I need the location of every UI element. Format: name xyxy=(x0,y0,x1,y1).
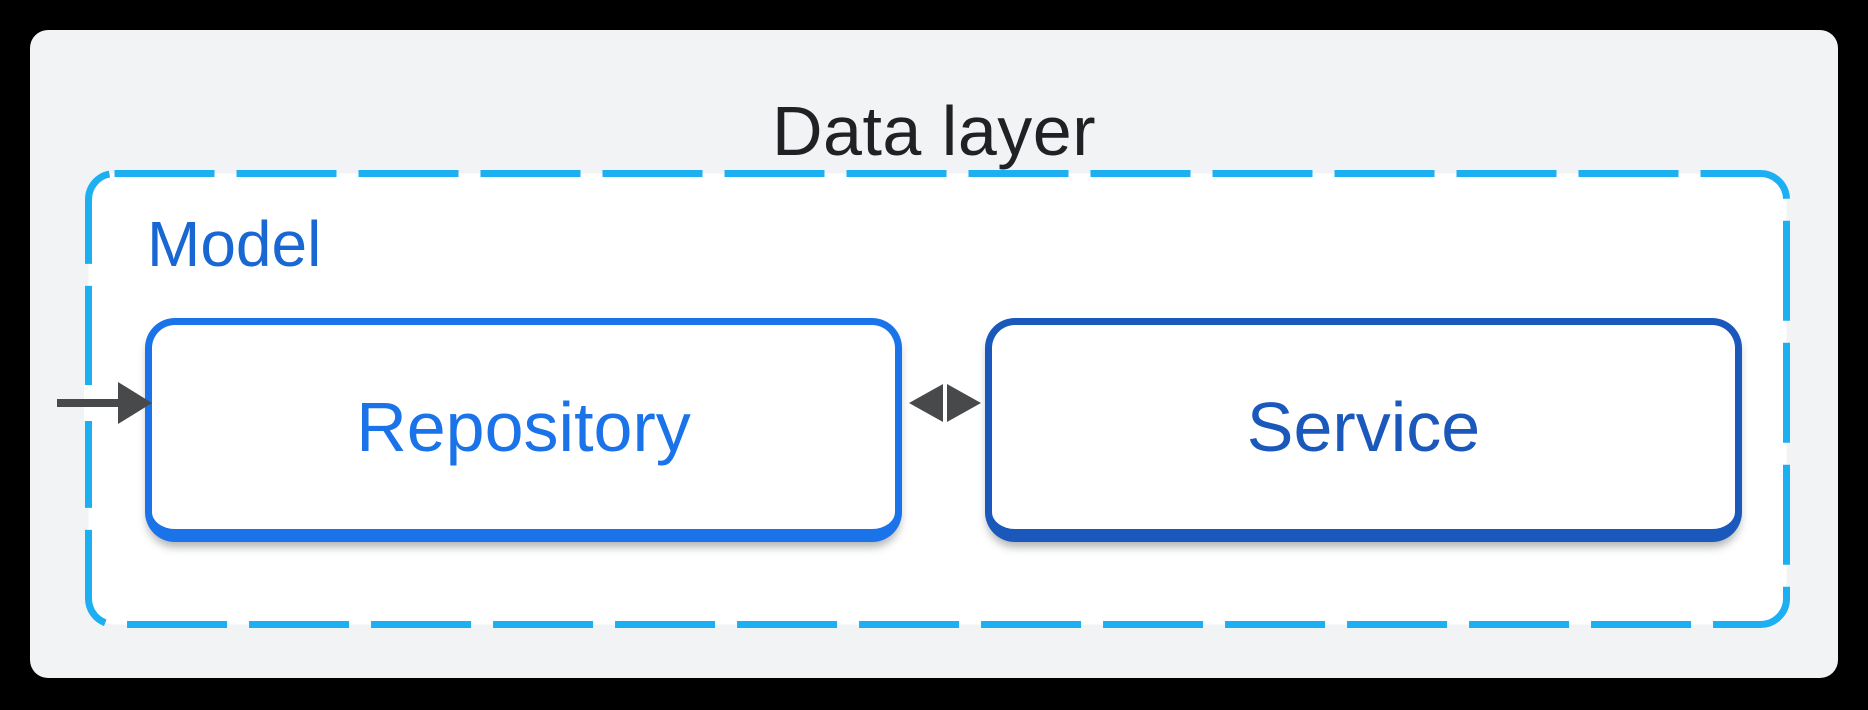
repository-box: Repository xyxy=(145,318,902,542)
repository-box-label: Repository xyxy=(356,388,691,466)
data-layer-title: Data layer xyxy=(771,92,1097,170)
service-box-label: Service xyxy=(1246,388,1481,466)
service-box: Service xyxy=(985,318,1742,542)
model-group-label: Model xyxy=(147,208,322,280)
model-group-box: Model Repository Service xyxy=(85,170,1790,628)
